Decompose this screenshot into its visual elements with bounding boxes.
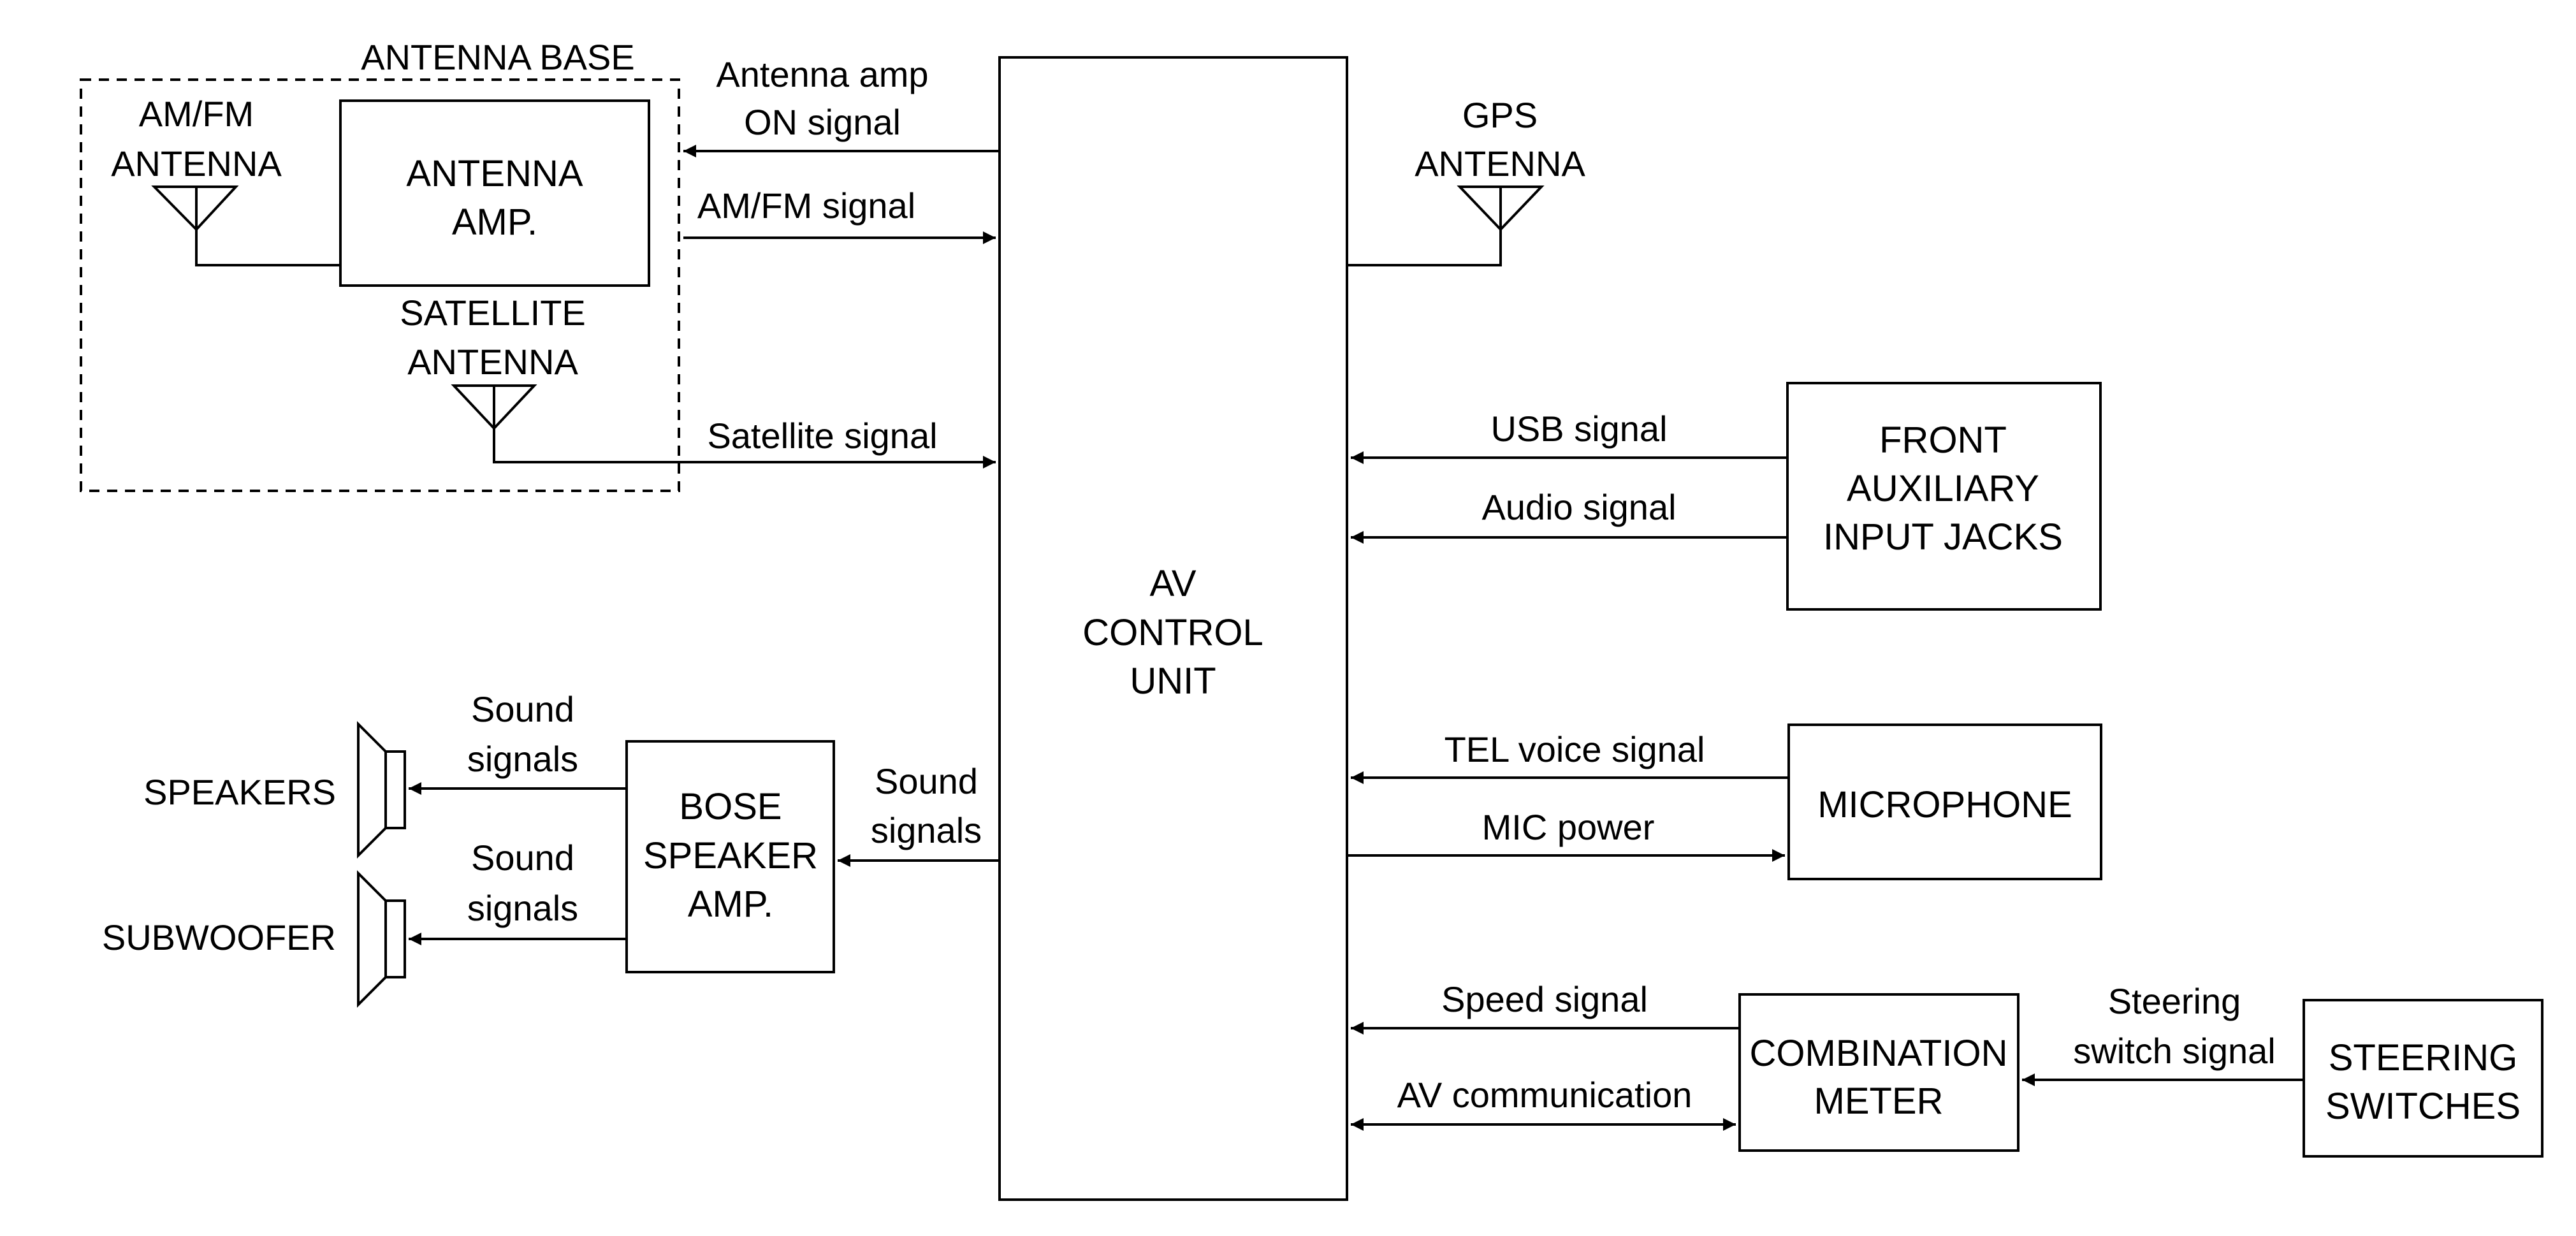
steering-switch-signal-label-2: switch signal <box>2073 1031 2275 1071</box>
antenna-base-boundary <box>80 78 680 492</box>
sound-signals-to-subwoofer-label-1: Sound <box>471 838 574 878</box>
antenna-amp-label-1: ANTENNA <box>406 153 583 194</box>
steering-switches-box <box>2303 999 2543 1158</box>
combination-meter-label-2: METER <box>1814 1080 1944 1122</box>
subwoofer-cone-icon <box>357 870 387 1008</box>
combination-meter-label-1: COMBINATION <box>1750 1033 2008 1074</box>
bose-speaker-amp-label-3: AMP. <box>688 883 773 925</box>
satellite-signal-label-text: Satellite signal <box>707 416 937 456</box>
antenna-base-group: ANTENNA BASE <box>80 37 680 492</box>
sound-signals-to-amp-label-1: Sound <box>875 761 978 801</box>
antenna-amp-box <box>339 99 650 287</box>
combination-meter-box <box>1738 993 2019 1152</box>
speaker-icon <box>384 750 406 829</box>
satellite-antenna-label-2: ANTENNA <box>407 342 578 382</box>
sound-signals-to-subwoofer: Sound signals <box>409 838 627 945</box>
speed-signal-label: Speed signal <box>1441 979 1648 1019</box>
antenna-amp-on-signal-label-2: ON signal <box>744 102 901 142</box>
front-aux-label-1: FRONT <box>1879 419 2007 461</box>
combination-meter: COMBINATION METER <box>1738 993 2019 1152</box>
speaker-cone-icon <box>357 721 387 859</box>
tel-voice-signal-label: TEL voice signal <box>1444 729 1705 769</box>
gps-antenna: GPS ANTENNA <box>1347 95 1585 266</box>
sound-signals-to-subwoofer-label-2: signals <box>467 888 578 928</box>
front-aux-label-2: AUXILIARY <box>1847 468 2039 509</box>
satellite-signal-arrow <box>493 428 996 469</box>
am-fm-signal-label: AM/FM signal <box>697 185 915 226</box>
antenna-amp-on-signal: Antenna amp ON signal <box>683 54 1000 157</box>
speakers-label: SPEAKERS <box>143 772 336 812</box>
bose-speaker-amp-label-1: BOSE <box>679 786 782 827</box>
front-aux-label-3: INPUT JACKS <box>1823 516 2063 558</box>
subwoofer: SUBWOOFER <box>102 870 406 1008</box>
audio-signal: Audio signal <box>1351 487 1787 544</box>
am-fm-antenna: AM/FM ANTENNA <box>111 94 340 266</box>
front-auxiliary-input-jacks: FRONT AUXILIARY INPUT JACKS <box>1786 382 2102 611</box>
gps-antenna-wire <box>1347 229 1502 266</box>
speakers: SPEAKERS <box>143 721 406 859</box>
tel-voice-signal: TEL voice signal <box>1351 729 1789 784</box>
sound-signals-to-speakers-label-2: signals <box>467 739 578 779</box>
antenna-amp-label-2: AMP. <box>452 201 537 243</box>
subwoofer-label: SUBWOOFER <box>102 917 336 957</box>
audio-signal-label: Audio signal <box>1481 487 1676 527</box>
antenna-amp: ANTENNA AMP. <box>339 99 650 287</box>
microphone-label: MICROPHONE <box>1817 784 2072 825</box>
sound-signals-to-speakers-label-1: Sound <box>471 689 574 729</box>
antenna-amp-on-signal-label-1: Antenna amp <box>716 54 928 94</box>
front-aux-box <box>1786 382 2102 611</box>
av-control-unit: AV CONTROL UNIT <box>998 56 1348 1201</box>
steering-switch-signal: Steering switch signal <box>2022 981 2304 1086</box>
bose-speaker-amp-label-2: SPEAKER <box>643 835 818 876</box>
steering-switch-signal-label-1: Steering <box>2108 981 2241 1021</box>
sound-signals-to-amp-label-2: signals <box>871 810 982 850</box>
av-communication: AV communication <box>1351 1075 1736 1131</box>
satellite-antenna-label-1: SATELLITE <box>400 293 586 333</box>
antenna-base-title: ANTENNA BASE <box>361 37 634 77</box>
am-fm-antenna-wire <box>195 229 340 266</box>
steering-switches-label-2: SWITCHES <box>2325 1086 2521 1127</box>
av-control-unit-label-2: CONTROL <box>1082 612 1263 653</box>
mic-power-label: MIC power <box>1482 807 1655 847</box>
usb-signal: USB signal <box>1351 409 1787 464</box>
sound-signals-to-speakers: Sound signals <box>409 689 627 795</box>
steering-switches-label-1: STEERING <box>2329 1037 2518 1079</box>
steering-switches: STEERING SWITCHES <box>2303 999 2543 1158</box>
bose-speaker-amp-box <box>625 740 835 973</box>
av-communication-label: AV communication <box>1397 1075 1692 1115</box>
satellite-signal: Satellite signal <box>493 416 996 469</box>
sound-signals-to-amp: Sound signals <box>838 761 1000 867</box>
usb-signal-label: USB signal <box>1490 409 1667 449</box>
am-fm-signal: AM/FM signal <box>683 185 996 244</box>
am-fm-antenna-label-2: ANTENNA <box>111 143 282 184</box>
av-control-unit-label-1: AV <box>1149 563 1196 604</box>
satellite-antenna: SATELLITE ANTENNA <box>400 293 586 430</box>
bose-speaker-amp: BOSE SPEAKER AMP. <box>625 740 835 973</box>
microphone-box <box>1787 723 2102 880</box>
mic-power: MIC power <box>1347 807 1785 862</box>
speed-signal: Speed signal <box>1351 979 1740 1035</box>
am-fm-antenna-label-1: AM/FM <box>139 94 254 134</box>
av-control-unit-label-3: UNIT <box>1130 660 1216 702</box>
gps-antenna-label-1: GPS <box>1462 95 1538 135</box>
gps-antenna-label-2: ANTENNA <box>1415 143 1585 184</box>
subwoofer-icon <box>384 899 406 978</box>
av-control-unit-box <box>998 56 1348 1201</box>
microphone: MICROPHONE <box>1787 723 2102 880</box>
